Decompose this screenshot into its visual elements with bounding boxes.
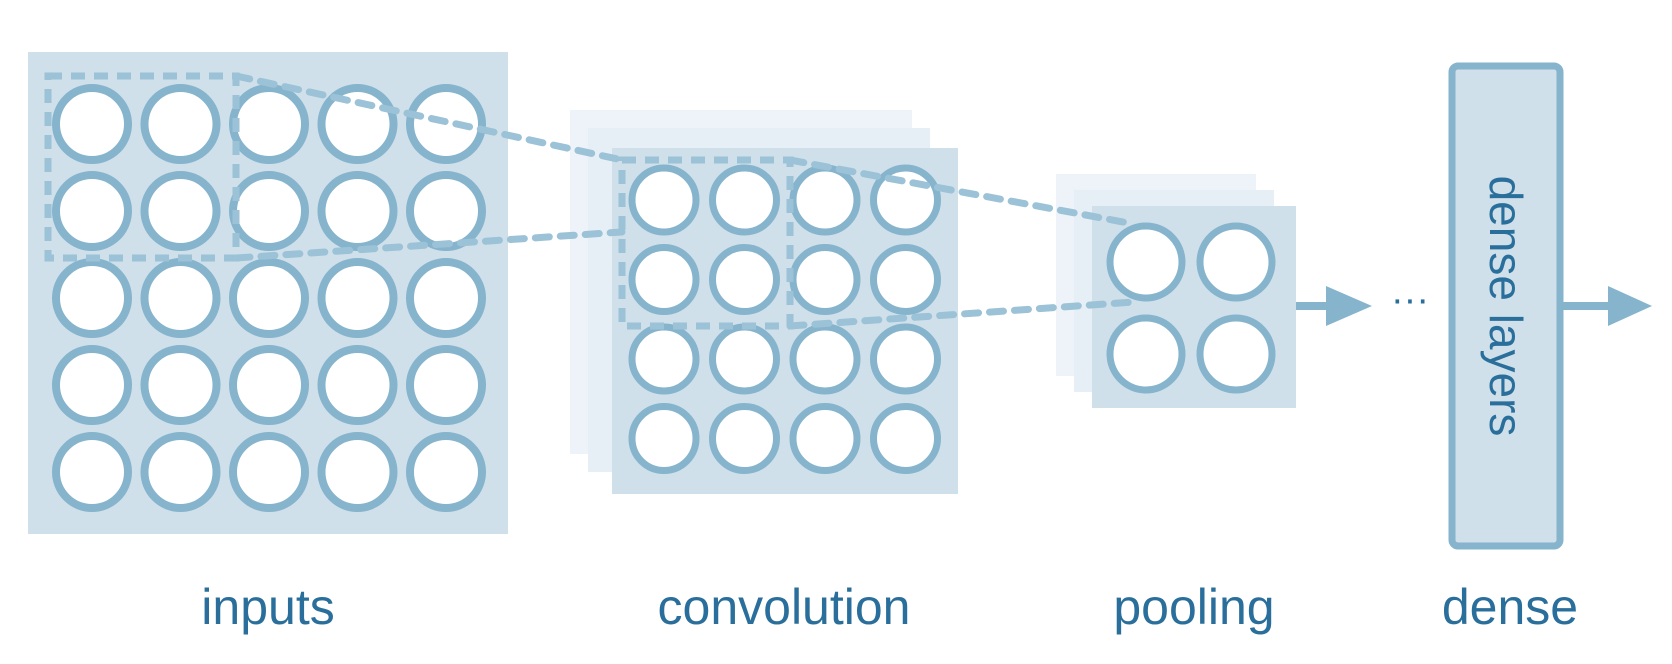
convolution-neuron (870, 323, 941, 395)
convolution-neuron (628, 164, 700, 236)
inputs-neuron (406, 345, 486, 425)
label-dense: dense (1442, 579, 1578, 635)
convolution-neuron (709, 403, 780, 474)
arrow-dense-output (1560, 286, 1652, 326)
inputs-neuron (140, 171, 221, 251)
inputs-receptive-field (44, 72, 240, 262)
inputs-neuron (52, 258, 132, 338)
inputs-neuron (140, 84, 221, 164)
convolution-neuron (870, 244, 941, 315)
convolution-neuron (628, 323, 700, 395)
inputs-neuron (406, 258, 486, 338)
pooling-neuron-grid (1106, 222, 1276, 394)
pooling-neuron (1196, 314, 1276, 394)
convolution-receptive-field (618, 156, 794, 330)
dense-box-label: dense layers (1480, 176, 1532, 437)
convolution-neuron (870, 164, 941, 236)
convolution-neuron (789, 323, 861, 395)
pooling-neuron (1106, 314, 1186, 394)
inputs-neuron (317, 171, 398, 251)
projection-line-input-bottom (232, 228, 626, 262)
dense-stage: dense layers (1448, 62, 1564, 550)
convolution-neuron (870, 403, 941, 474)
label-convolution: convolution (658, 579, 911, 635)
inputs-neuron (52, 432, 132, 512)
convolution-neuron (709, 323, 780, 395)
ellipsis: ··· (1391, 279, 1429, 321)
arrow-pooling (1296, 286, 1372, 326)
inputs-stage (28, 52, 508, 534)
inputs-neuron (406, 432, 486, 512)
pooling-stage (1056, 174, 1296, 408)
pooling-neuron (1196, 222, 1276, 302)
inputs-neuron (229, 171, 309, 251)
convolution-neuron-grid (628, 164, 941, 474)
inputs-neuron (317, 432, 398, 512)
projection-line-input-top (232, 72, 626, 164)
pooling-neuron (1106, 222, 1186, 302)
inputs-neuron (317, 345, 398, 425)
inputs-neuron (229, 84, 309, 164)
inputs-neuron (317, 84, 398, 164)
projection-lines (232, 72, 1138, 330)
label-pooling: pooling (1113, 579, 1274, 635)
label-inputs: inputs (201, 579, 334, 635)
inputs-neuron (406, 171, 486, 251)
inputs-neuron (229, 258, 309, 338)
convolution-neuron (709, 244, 780, 315)
inputs-neuron (52, 345, 132, 425)
convolution-neuron (628, 403, 700, 474)
inputs-neuron (317, 258, 398, 338)
convolution-neuron (789, 244, 861, 315)
projection-line-conv-bottom (786, 298, 1138, 330)
convolution-stage (570, 110, 958, 494)
inputs-neuron-grid (52, 84, 486, 512)
inputs-neuron (229, 432, 309, 512)
inputs-neuron (140, 258, 221, 338)
convolution-neuron (789, 164, 861, 236)
inputs-neuron (52, 171, 132, 251)
inputs-neuron (52, 84, 132, 164)
convolution-neuron (709, 164, 780, 236)
projection-line-conv-top (786, 156, 1138, 228)
inputs-neuron (229, 345, 309, 425)
inputs-neuron (140, 345, 221, 425)
convolution-neuron (789, 403, 861, 474)
inputs-neuron (140, 432, 221, 512)
convolution-neuron (628, 244, 700, 315)
